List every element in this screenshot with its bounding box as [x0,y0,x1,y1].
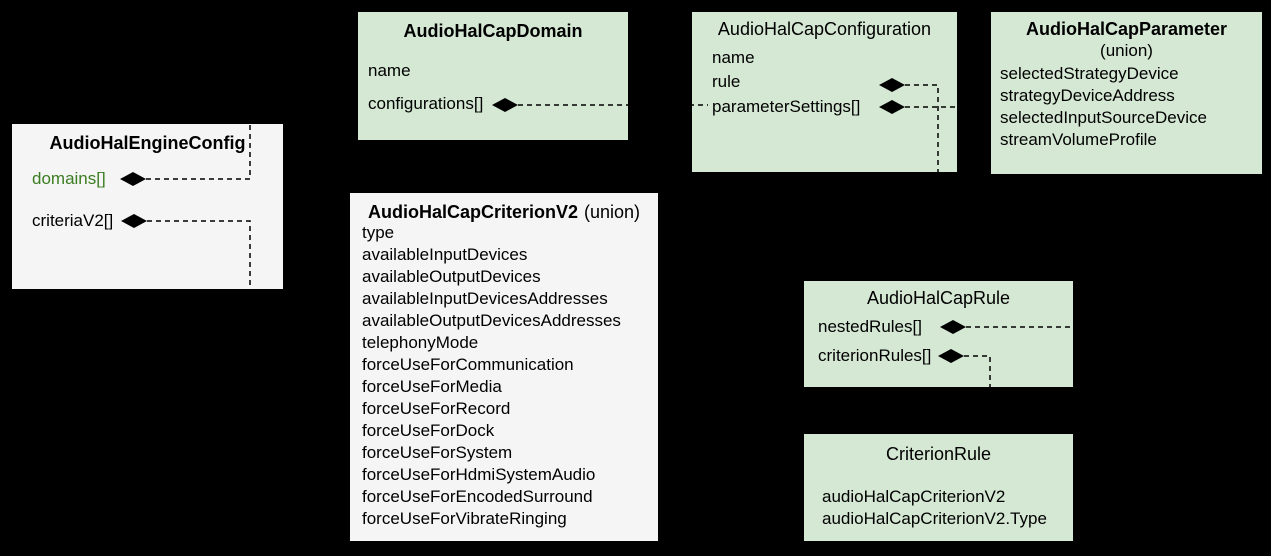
node-title: AudioHalCapParameter [1025,19,1228,39]
node-title: AudioHalCapDomain [403,21,583,41]
field-selected-strategy-device: selectedStrategyDevice [1000,64,1179,83]
field-telephony-mode: telephonyMode [362,333,479,352]
field-nested-rules: nestedRules[] [818,317,922,336]
field-configurations: configurations[] [368,94,484,113]
node-audio-hal-engine-config: AudioHalEngineConfig domains[] criteriaV… [12,124,283,289]
node-title-union-suffix: (union) [584,202,641,222]
node-title: AudioHalEngineConfig [49,133,246,153]
node-title: AudioHalCapRule [866,288,1011,308]
field-domains: domains[] [32,169,106,188]
node-audio-hal-cap-rule: AudioHalCapRule nestedRules[] criterionR… [804,281,1073,387]
field-force-use-for-record: forceUseForRecord [362,399,511,418]
field-force-use-for-communication: forceUseForCommunication [362,355,574,374]
field-force-use-for-system: forceUseForSystem [362,443,513,462]
field-audio-hal-cap-criterion-v2: audioHalCapCriterionV2 [822,487,1006,506]
field-criteria-v2: criteriaV2[] [32,211,114,230]
node-audio-hal-cap-criterion-v2: AudioHalCapCriterionV2 (union) type avail… [350,193,658,541]
field-available-input-devices-addresses: availableInputDevicesAddresses [362,289,608,308]
field-force-use-for-vibrate-ringing: forceUseForVibrateRinging [362,509,567,528]
node-title: CriterionRule [885,444,992,464]
field-available-input-devices: availableInputDevices [362,245,528,264]
field-available-output-devices: availableOutputDevices [362,267,541,286]
field-force-use-for-media: forceUseForMedia [362,377,502,396]
node-subtitle-union: (union) [1100,41,1153,60]
field-force-use-for-dock: forceUseForDock [362,421,495,440]
field-parameter-settings: parameterSettings[] [712,97,861,116]
node-title: AudioHalCapConfiguration [717,19,932,39]
field-strategy-device-address: strategyDeviceAddress [1000,86,1175,105]
field-name: name [712,48,755,67]
field-selected-input-source-device: selectedInputSourceDevice [1000,108,1207,127]
field-force-use-for-hdmi-system-audio: forceUseForHdmiSystemAudio [362,465,596,484]
node-audio-hal-cap-parameter: AudioHalCapParameter (union) selectedStr… [991,12,1262,174]
field-available-output-devices-addresses: availableOutputDevicesAddresses [362,311,621,330]
field-name: name [368,61,411,80]
node-audio-hal-cap-configuration: AudioHalCapConfiguration name rule param… [692,12,957,172]
node-title-text: AudioHalCapCriterionV2 [367,202,578,222]
field-criterion-rules: criterionRules[] [818,346,932,365]
node-audio-hal-cap-domain: AudioHalCapDomain name configurations[] [358,12,628,140]
field-audio-hal-cap-criterion-v2-type: audioHalCapCriterionV2.Type [822,509,1047,528]
field-stream-volume-profile: streamVolumeProfile [1000,130,1157,149]
field-type: type [362,223,395,242]
field-rule: rule [712,72,741,91]
node-criterion-rule: CriterionRule audioHalCapCriterionV2 aud… [804,434,1073,541]
field-force-use-for-encoded-surround: forceUseForEncodedSurround [362,487,593,506]
node-title: AudioHalCapCriterionV2 (union) [350,200,658,224]
